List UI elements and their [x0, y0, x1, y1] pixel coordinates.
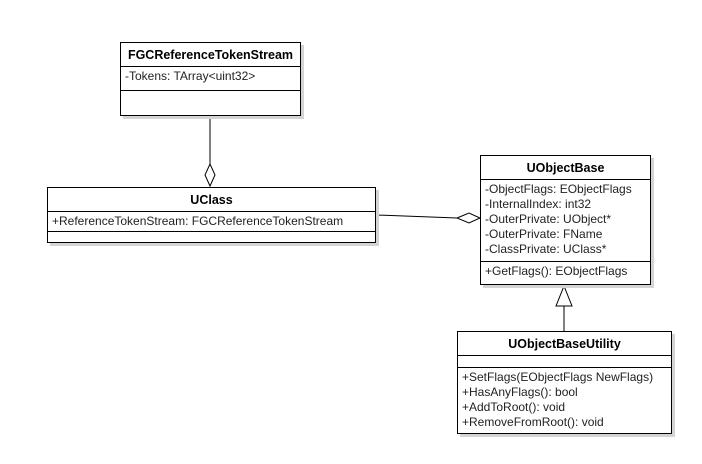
attribute-item: -Tokens: TArray<uint32> [125, 69, 256, 83]
attributes-section: +ReferenceTokenStream: FGCReferenceToken… [48, 212, 375, 232]
operation-item: +HasAnyFlags(): bool [462, 385, 578, 399]
operations-section [48, 232, 375, 236]
class-name: FGCReferenceTokenStream [121, 43, 300, 67]
aggregation-line-uclass-uobjectbase [375, 214, 458, 219]
generalization-arrowhead [555, 284, 573, 307]
attributes-section: -ObjectFlags: EObjectFlags -InternalInde… [481, 180, 650, 262]
attributes-section [458, 356, 671, 368]
operations-section [121, 91, 300, 95]
operation-item: +SetFlags(EObjectFlags NewFlags) [462, 370, 654, 384]
class-fgcreferencetokenstream[interactable]: FGCReferenceTokenStream -Tokens: TArray<… [120, 42, 301, 116]
attribute-item: -OuterPrivate: FName [485, 227, 603, 241]
class-uobjectbaseutility[interactable]: UObjectBaseUtility +SetFlags(EObjectFlag… [457, 331, 672, 434]
attribute-item: -ObjectFlags: EObjectFlags [485, 182, 632, 196]
class-name: UObjectBaseUtility [458, 332, 671, 356]
operation-item: +RemoveFromRoot(): void [462, 415, 604, 429]
operations-section: +GetFlags(): EObjectFlags [481, 262, 650, 281]
class-uobjectbase[interactable]: UObjectBase -ObjectFlags: EObjectFlags -… [480, 155, 651, 285]
attributes-section: -Tokens: TArray<uint32> [121, 67, 300, 91]
class-uclass[interactable]: UClass +ReferenceTokenStream: FGCReferen… [47, 187, 376, 243]
operation-item: +AddToRoot(): void [462, 400, 566, 414]
attribute-item: -InternalIndex: int32 [485, 197, 592, 211]
aggregation-diamond-uclass [204, 162, 216, 188]
aggregation-diamond-uobjectbase [455, 212, 482, 224]
operation-item: +GetFlags(): EObjectFlags [485, 264, 628, 278]
class-name: UClass [48, 188, 375, 212]
attribute-item: -OuterPrivate: UObject* [485, 212, 612, 226]
attribute-item: -ClassPrivate: UClass* [485, 242, 607, 256]
class-name: UObjectBase [481, 156, 650, 180]
operations-section: +SetFlags(EObjectFlags NewFlags) +HasAny… [458, 368, 671, 432]
attribute-item: +ReferenceTokenStream: FGCReferenceToken… [52, 214, 344, 228]
